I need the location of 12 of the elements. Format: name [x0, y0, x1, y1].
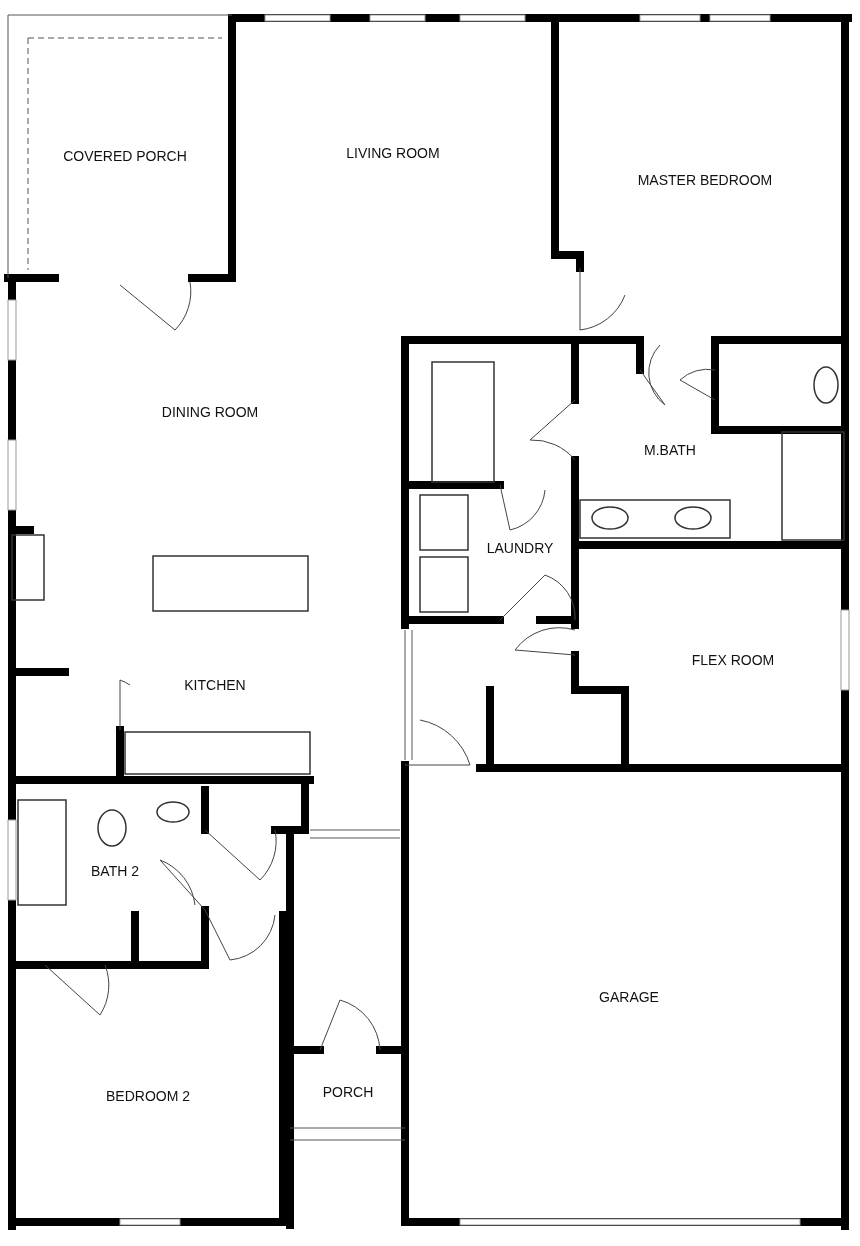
room-label: BEDROOM 2: [104, 1088, 192, 1104]
room-label: KITCHEN: [182, 677, 248, 693]
room-label: MASTER BEDROOM: [635, 172, 775, 188]
room-label: M.BATH: [642, 442, 698, 458]
room-label: LIVING ROOM: [344, 145, 442, 161]
room-label: GARAGE: [597, 989, 661, 1005]
room-label: LAUNDRY: [484, 540, 556, 556]
room-label: DINING ROOM: [159, 404, 261, 420]
room-label: PORCH: [320, 1084, 376, 1100]
room-label: FLEX ROOM: [689, 652, 777, 668]
room-label: BATH 2: [89, 863, 141, 879]
room-label: COVERED PORCH: [61, 148, 189, 164]
